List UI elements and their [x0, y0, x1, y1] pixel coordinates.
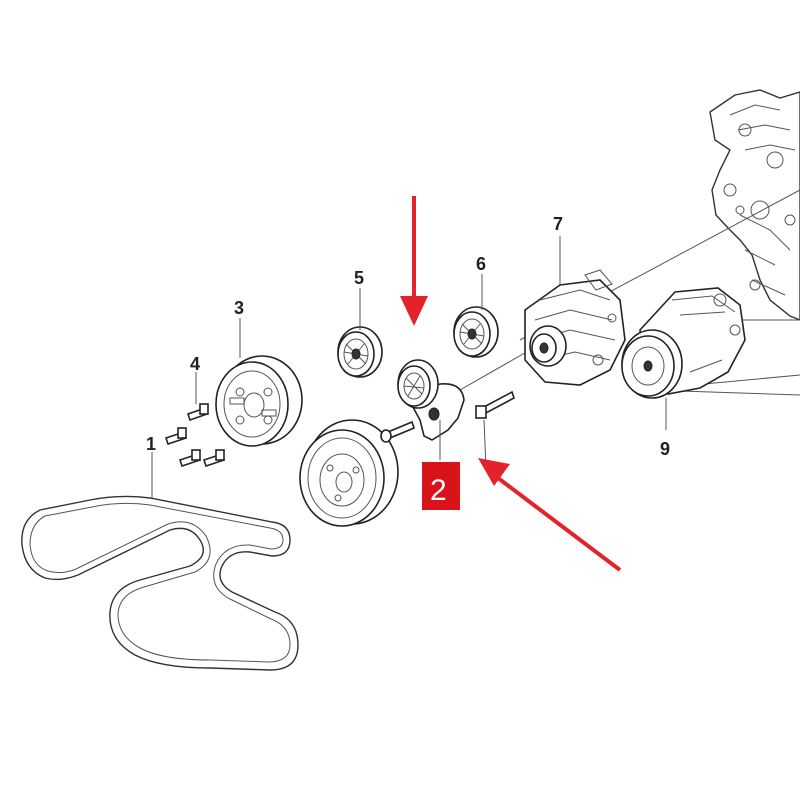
callout-4: 4 [190, 354, 200, 374]
callout-1: 1 [146, 434, 156, 454]
pulley-bolts [164, 403, 226, 468]
arrow-diagonal [478, 458, 622, 572]
idler-pulley-5 [337, 326, 383, 378]
upper-pulley [215, 355, 303, 447]
callout-labels: 1 3 4 5 6 7 9 [146, 214, 670, 459]
idler-pulley-6 [453, 306, 499, 358]
leader-lines [151, 274, 483, 498]
alternator [524, 236, 626, 386]
belt-tensioner [397, 359, 465, 460]
bolt-d [202, 449, 226, 468]
highlight-badge: 2 [422, 462, 460, 510]
bolt-a [186, 403, 209, 422]
callout-6: 6 [476, 254, 486, 274]
crankshaft-pulley [299, 419, 399, 527]
arrow-down [400, 196, 428, 326]
tensioner-bolt [380, 420, 415, 443]
callout-9: 9 [660, 439, 670, 459]
engine-bracket [709, 89, 800, 321]
callout-7: 7 [553, 214, 563, 234]
ac-compressor [621, 287, 746, 430]
bolt-c [178, 449, 202, 468]
bolt-b [164, 427, 188, 446]
callout-5: 5 [354, 268, 364, 288]
callout-2: 2 [430, 474, 447, 507]
callout-3: 3 [234, 298, 244, 318]
serpentine-belt [21, 495, 299, 671]
long-bolt [475, 390, 515, 469]
red-arrows [400, 196, 622, 572]
badge-background [422, 462, 460, 510]
